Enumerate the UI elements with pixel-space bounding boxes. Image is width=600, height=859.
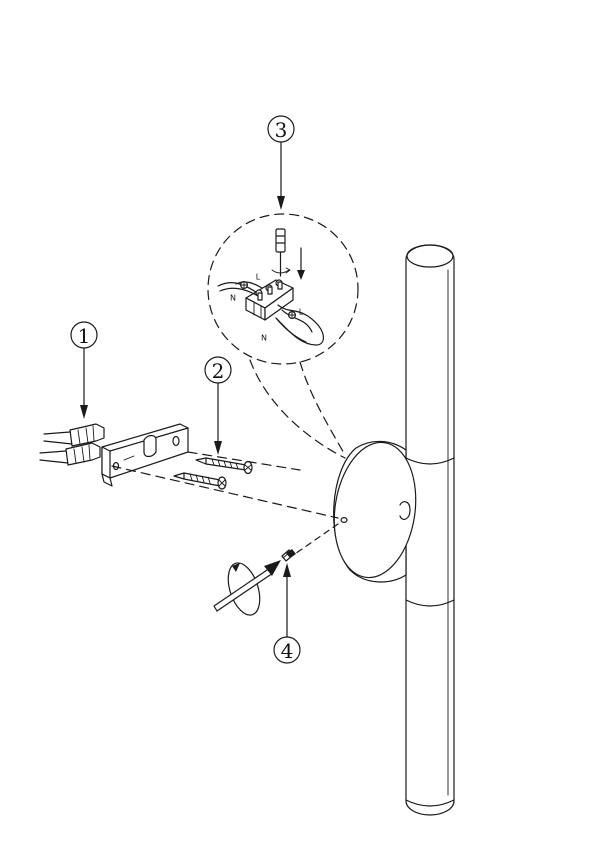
wire-label-live-bottom: L [299, 308, 304, 317]
callout-4-number: 4 [281, 639, 294, 663]
wood-screws [173, 457, 253, 490]
wire-label-neutral-bottom: N [261, 334, 267, 343]
callout-3-number: 3 [275, 118, 288, 142]
wall-plugs [39, 423, 105, 466]
grub-screw [281, 549, 296, 562]
wire-label-neutral-top: N [230, 294, 236, 303]
screwdriver-icon [271, 228, 291, 277]
terminal-block [245, 279, 294, 321]
callout-2-number: 2 [212, 359, 225, 383]
callout-4: 4 [273, 563, 301, 664]
callout-1: 1 [70, 321, 98, 419]
wire-label-live-top: L [256, 273, 261, 282]
alignment-lines [111, 451, 339, 557]
callout-2: 2 [204, 356, 232, 455]
mounting-bracket [101, 423, 189, 487]
wiring-detail: L N L N [207, 213, 359, 459]
lamp-tube [405, 244, 455, 816]
screw-hole [340, 516, 348, 523]
callout-3: 3 [267, 115, 295, 210]
wall-base-disc [333, 440, 417, 583]
rotation-arrow-icon [213, 560, 281, 616]
callout-1-number: 1 [78, 324, 91, 348]
